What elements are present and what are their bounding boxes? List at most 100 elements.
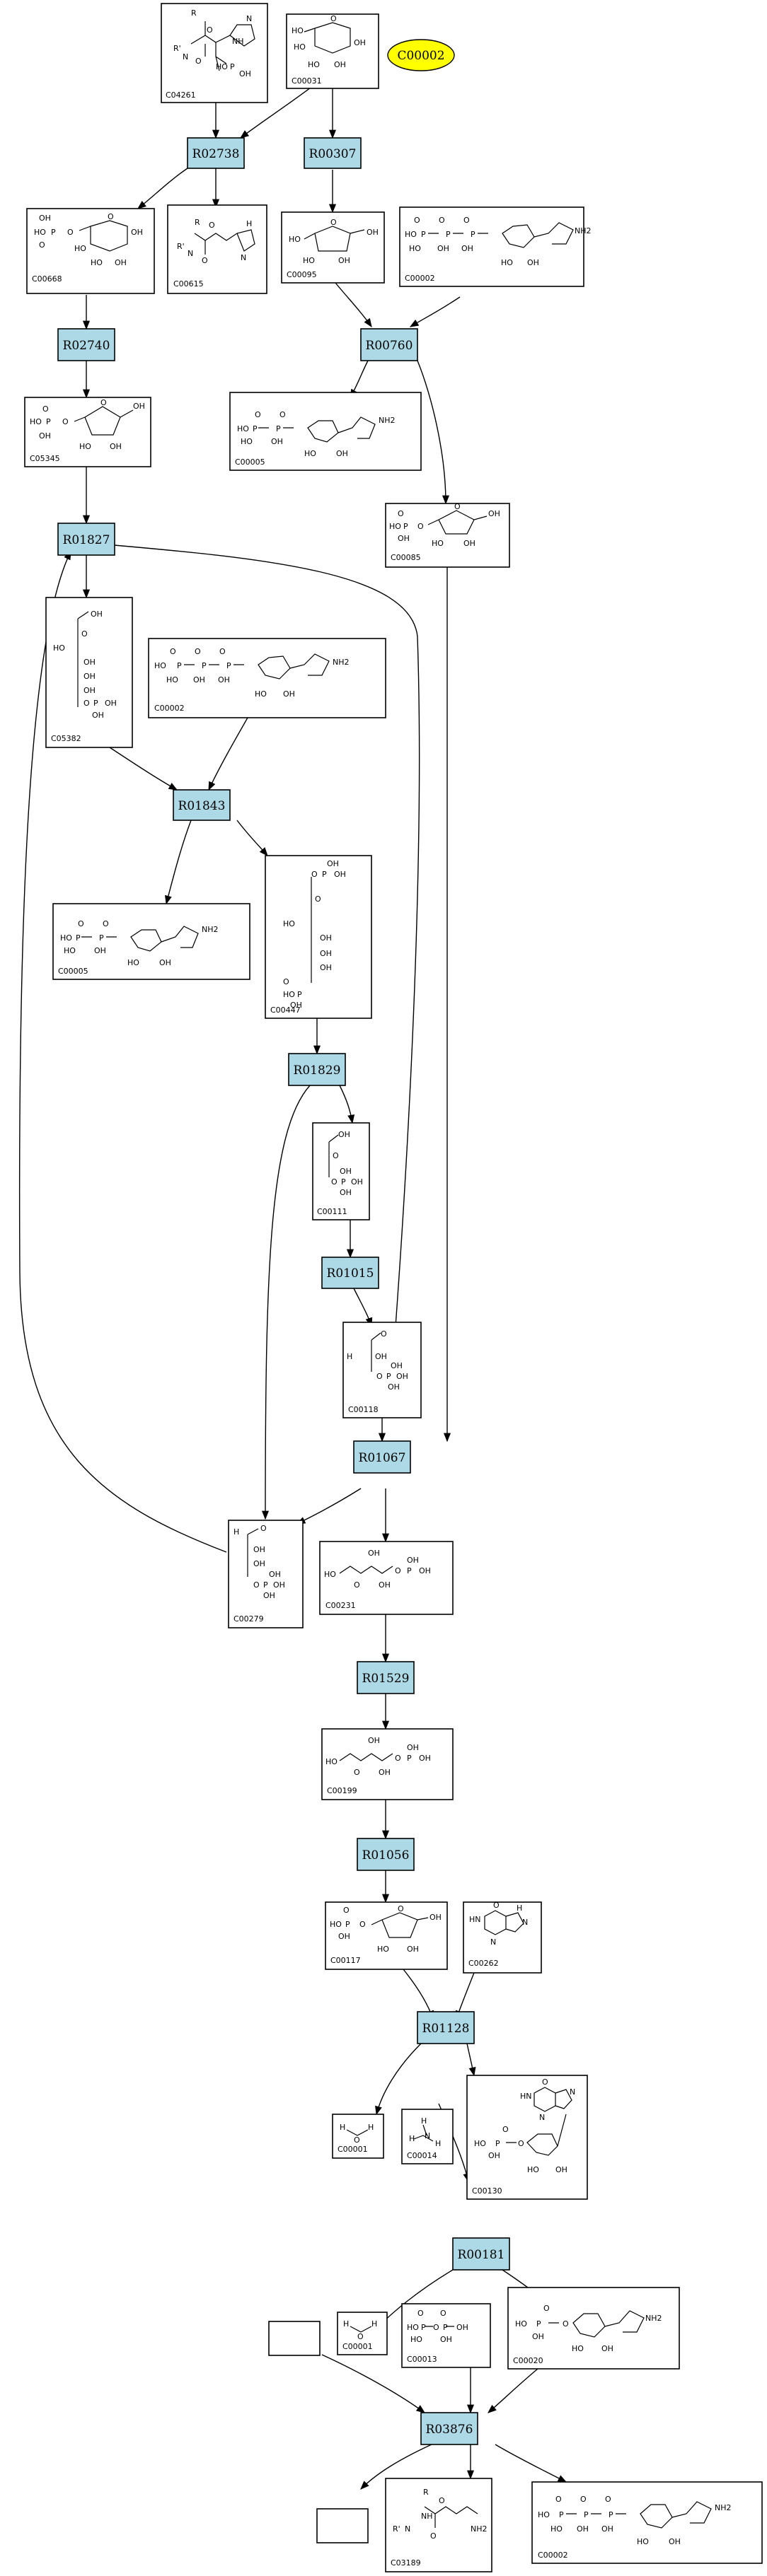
compound-node[interactable]: O HO P O OH O OH HO OH C05345 [24, 397, 151, 467]
compound-node[interactable]: H O H C00001 [332, 2114, 384, 2159]
compound-node[interactable]: H O H C00001 [337, 2312, 388, 2355]
atom-label: OH [290, 1001, 302, 1010]
compound-node[interactable]: O HN N N O HO P O OH HO OH C00130 [466, 2075, 588, 2200]
compound-node[interactable]: O O O HO P P P HO OH OH NH2 HO OH C00002 [399, 206, 592, 287]
compound-node[interactable]: H H N H C00014 [401, 2109, 454, 2164]
structure-drawing: O O O HO P P P HO OH OH NH2 HO OH [538, 2495, 732, 2546]
compound-node[interactable]: HO O OH HO HO OH C00031 [286, 13, 379, 89]
compound-node[interactable]: O O HO P P HO OH NH2 HO OH C00005 [52, 903, 250, 980]
edge [109, 747, 178, 791]
compound-node[interactable]: O HO P O OH O OH HO OH C00085 [385, 502, 510, 568]
atom-label: O [333, 1151, 339, 1160]
reaction-node[interactable]: R01827 [57, 523, 115, 556]
reaction-label: R00181 [458, 2248, 505, 2262]
atom-label: HN [469, 1915, 481, 1924]
compound-node[interactable]: O HO P O OH NH2 HO OH C00020 [507, 2287, 680, 2370]
atom-label: O [398, 1904, 404, 1913]
atom-label: OH [601, 2524, 613, 2534]
compound-node[interactable]: O HN H N N C00262 [463, 1901, 542, 1974]
compound-node-empty[interactable] [316, 2508, 369, 2543]
compound-node[interactable]: OH HO P O O O OH HO HO OH C00668 [26, 208, 155, 294]
atom-label: O [414, 216, 420, 225]
reaction-node[interactable]: R01829 [288, 1053, 346, 1086]
atom-label: OH [368, 1549, 380, 1558]
reaction-node[interactable]: R01128 [417, 2011, 475, 2044]
compound-node-empty[interactable] [268, 2321, 321, 2356]
compound-label: C00002 [154, 704, 185, 713]
atom-label: OH [555, 2165, 567, 2174]
compound-node[interactable]: R O R' N O NH N HO P OH C04261 [161, 3, 268, 103]
atom-label: P [536, 2319, 541, 2329]
reaction-node[interactable]: R00307 [304, 137, 362, 169]
reaction-label: R01056 [362, 1848, 410, 1863]
compound-label: C00002 [405, 274, 435, 283]
compound-node[interactable]: OH OH HO O P OH O OH C00231 [319, 1541, 454, 1615]
compound-node[interactable]: H O OH OH OH O P OH OH C00279 [228, 1520, 304, 1628]
reaction-node[interactable]: R02740 [57, 328, 115, 361]
structure-drawing: O HO P O OH O OH HO OH [389, 502, 500, 548]
reaction-label: R03876 [426, 2423, 473, 2437]
reaction-node[interactable]: R00760 [360, 328, 418, 361]
reaction-node[interactable]: R01056 [357, 1838, 415, 1871]
atom-label: P [386, 1372, 391, 1381]
compound-label: C00668 [32, 274, 62, 284]
atom-label: O [395, 1566, 401, 1575]
atom-label: P [584, 2510, 589, 2519]
compound-node[interactable]: O O HO P P HO OH NH2 HO OH C00005 [229, 392, 422, 471]
reaction-node[interactable]: R01843 [173, 789, 231, 821]
atom-label: O [605, 2495, 611, 2504]
compound-label: C00262 [468, 1959, 499, 1968]
compound-label: C00199 [327, 1786, 357, 1795]
atom-label: OH [94, 946, 106, 955]
structure-drawing: HO O OH HO OH [289, 218, 379, 265]
atom-label: HO [79, 442, 91, 451]
atom-label: OH [407, 1743, 419, 1752]
structure-drawing: O O HO P O P OH HO OH [407, 2309, 468, 2344]
compound-label: C00095 [287, 270, 317, 279]
compound-node[interactable]: OH O OH O P OH OH C00111 [312, 1122, 370, 1220]
atom-label: OH [39, 214, 51, 223]
compound-node[interactable]: O H OH OH O P OH OH C00118 [342, 1322, 422, 1418]
atom-label: OH [340, 1167, 352, 1176]
atom-label: OH [488, 509, 500, 518]
reaction-node[interactable]: R03876 [420, 2412, 478, 2445]
compound-node[interactable]: O HO P O OH O OH HO OH C00117 [325, 1901, 448, 1970]
atom-label: O [170, 647, 176, 656]
edge [466, 2043, 476, 2077]
atom-label: NH2 [471, 2524, 488, 2534]
reaction-node[interactable]: R00181 [452, 2237, 510, 2271]
compound-node[interactable]: O O HO P O P OH HO OH C00013 [401, 2303, 491, 2368]
compound-node[interactable]: R O R' N O H N C00615 [167, 204, 267, 294]
atom-label: OH [39, 431, 51, 441]
structure-drawing: OH OH HO O P OH O OH [324, 1549, 431, 1590]
compound-node[interactable]: O O O HO P P P HO OH OH NH2 HO OH C00002 [148, 638, 386, 718]
atom-label: O [357, 2332, 364, 2341]
compound-node[interactable]: O O O HO P P P HO OH OH NH2 HO OH C00002 [531, 2481, 763, 2564]
edge [261, 1085, 311, 1520]
structure-drawing: O O HO P P HO OH NH2 HO OH [60, 919, 219, 967]
reaction-node[interactable]: R01529 [357, 1661, 415, 1694]
structure-drawing: R O R' N O H N [177, 218, 255, 265]
reaction-label: R02738 [192, 147, 240, 161]
atom-label: HO [304, 449, 316, 458]
atom-label: HO [410, 2335, 422, 2344]
compound-node[interactable]: HO O OH HO OH C00095 [281, 211, 385, 284]
atom-label: HO [53, 643, 65, 653]
structure-drawing: O HO P O OH O OH HO OH [30, 398, 145, 451]
atom-label: HO [303, 256, 315, 265]
legend-node[interactable]: C00002 [387, 39, 455, 71]
reaction-node[interactable]: R02738 [187, 137, 245, 169]
structure-drawing: OH OH HO O P OH O OH [325, 1736, 431, 1777]
atom-label: O [439, 216, 445, 225]
atom-label: O [354, 1768, 360, 1777]
atom-label: NH2 [715, 2503, 732, 2512]
atom-label: H [517, 1904, 522, 1913]
reaction-node[interactable]: R01067 [353, 1440, 411, 1474]
compound-node[interactable]: OH O HO OH OH OH O P OH OH C05382 [45, 597, 133, 748]
reaction-node[interactable]: R01015 [321, 1257, 379, 1289]
compound-node[interactable]: OH OH HO O P OH O OH C00199 [321, 1728, 454, 1800]
atom-label: O [311, 870, 318, 879]
compound-node[interactable]: OH O P OH O HO OH OH OH O HO P OH C00447 [265, 855, 372, 1019]
compound-node[interactable]: R O NH R' N O NH2 C03189 [385, 2478, 492, 2572]
atom-label: OH [440, 2335, 452, 2344]
